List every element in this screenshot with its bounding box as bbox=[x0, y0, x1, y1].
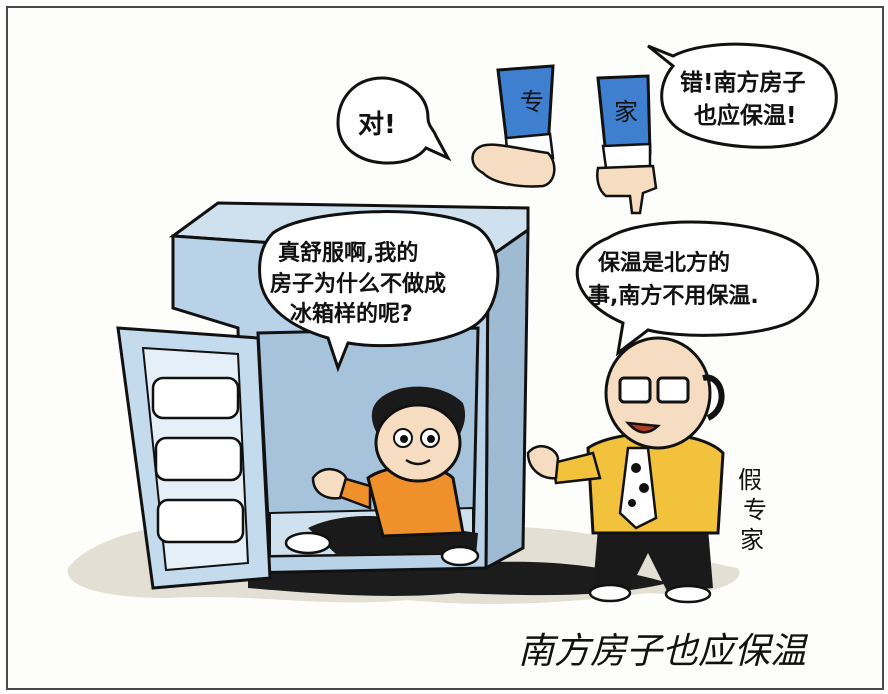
man-tie bbox=[618, 446, 658, 530]
expert-arm-right bbox=[596, 74, 658, 215]
fake-expert-char-3: 家 bbox=[740, 526, 764, 554]
old-man-figure bbox=[526, 336, 725, 604]
boy-mouth bbox=[405, 458, 431, 466]
man-glasses-left bbox=[618, 376, 652, 404]
man-hand bbox=[526, 444, 560, 480]
man-arm bbox=[551, 451, 602, 485]
fake-expert-char-2: 专 bbox=[743, 496, 767, 524]
man-hair bbox=[702, 374, 725, 421]
boy-shoe-right bbox=[440, 545, 480, 567]
man-shoe-left bbox=[588, 583, 632, 603]
door-shelf-3 bbox=[156, 498, 245, 544]
expert-arm-left bbox=[471, 64, 556, 188]
comic-frame: 专 家 对! 错!南方房子 也应保温! 真舒服啊,我的 房子为什么不做成 冰箱样… bbox=[6, 6, 884, 690]
boy-shoe-left bbox=[284, 531, 332, 555]
bubble-dui-text: 对! bbox=[358, 110, 396, 140]
right-cuff bbox=[601, 142, 652, 170]
bubble-man-line1: 保温是北方的 bbox=[597, 250, 730, 276]
fake-expert-char-1: 假 bbox=[738, 466, 762, 494]
bubble-cuo-line2: 也应保温! bbox=[694, 102, 797, 129]
comic-caption: 南方房子也应保温 bbox=[518, 631, 809, 672]
man-mouth bbox=[624, 421, 661, 434]
bubble-dui bbox=[336, 76, 452, 165]
bubble-boy-line1: 真舒服啊,我的 bbox=[278, 240, 418, 266]
right-pointing-hand bbox=[596, 164, 658, 215]
boy-figure bbox=[284, 386, 480, 567]
bubble-cuo-line1: 错!南方房子 bbox=[680, 69, 806, 96]
bubble-boy bbox=[258, 210, 500, 373]
man-glasses-right bbox=[656, 376, 690, 404]
bubble-cuo bbox=[647, 42, 838, 149]
bubble-boy-line2: 房子为什么不做成 bbox=[270, 271, 446, 297]
door-shelf-2 bbox=[154, 436, 243, 482]
left-sleeve-label: 专 bbox=[520, 88, 544, 116]
left-thumbs-hand bbox=[471, 143, 556, 188]
man-trousers bbox=[593, 528, 713, 593]
door-shelf-1 bbox=[151, 376, 240, 420]
bubble-man-line2: 事,南方不用保温. bbox=[588, 283, 759, 309]
boy-face bbox=[374, 403, 462, 483]
comic-illustration: 专 家 对! 错!南方房子 也应保温! 真舒服啊,我的 房子为什么不做成 冰箱样… bbox=[67, 42, 838, 672]
bubble-man bbox=[575, 220, 820, 357]
right-sleeve-label: 家 bbox=[614, 98, 638, 126]
man-shoe-right bbox=[664, 584, 712, 604]
boy-hand bbox=[311, 468, 348, 500]
bubble-boy-line3: 冰箱样的呢? bbox=[290, 301, 413, 327]
